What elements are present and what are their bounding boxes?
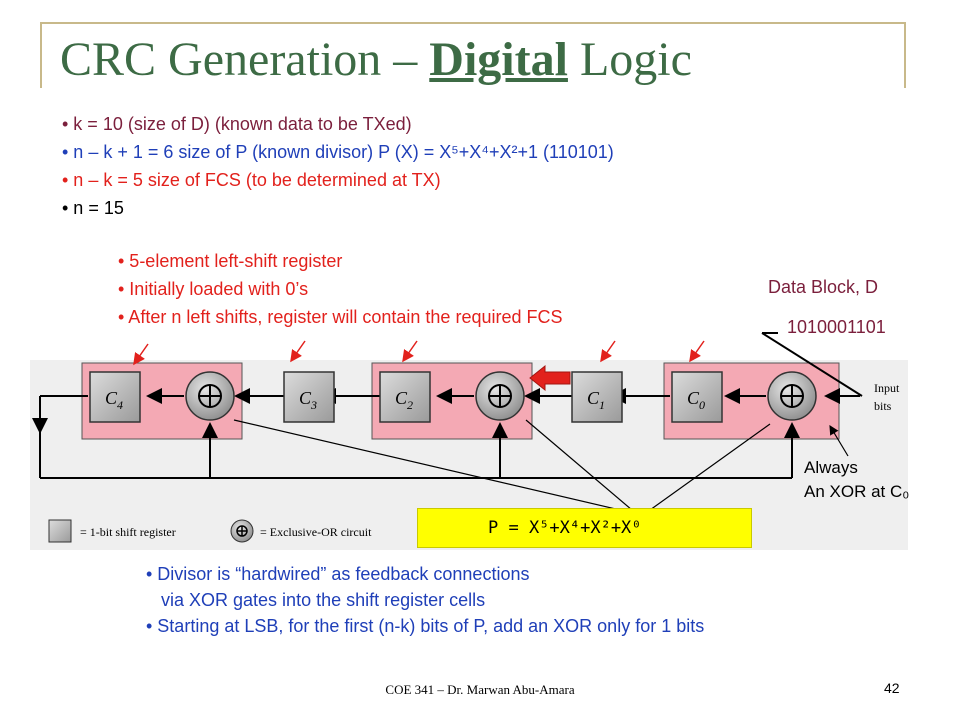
- always-note: Always An XOR at C₀: [804, 456, 909, 504]
- register-note: • After n left shifts, register will con…: [118, 307, 563, 327]
- always-line1: Always: [804, 458, 858, 477]
- cell-c3: [283, 371, 335, 423]
- highlight-arrow-icon: [529, 364, 571, 392]
- polynomial-text: P = X⁵+X⁴+X²+X⁰: [488, 518, 642, 538]
- bottom-note: • Starting at LSB, for the first (n-k) b…: [146, 616, 705, 636]
- title-prefix: CRC Generation –: [60, 33, 430, 86]
- frame-top-rule: [40, 22, 906, 24]
- register-notes: • 5-element left-shift register • Initia…: [118, 247, 563, 331]
- cell-c0: [671, 371, 723, 423]
- red-pointer-c1: [600, 340, 616, 363]
- data-block-label: Data Block, D: [768, 277, 879, 297]
- cell-c1: [571, 371, 623, 423]
- title-emphasis: Digital: [429, 33, 568, 86]
- frame-left-rule: [40, 22, 42, 88]
- xor-gate-c0: [767, 371, 817, 421]
- input-label-line1: Input: [874, 381, 900, 395]
- footer-author: COE 341 – Dr. Marwan Abu-Amara: [385, 682, 575, 697]
- title-suffix: Logic: [567, 33, 692, 86]
- red-pointer-c2: [402, 340, 418, 363]
- bottom-notes: • Divisor is “hardwired” as feedback con…: [146, 561, 704, 639]
- poly-line-x5: [233, 419, 621, 511]
- frame-right-rule: [904, 22, 906, 88]
- legend-xor-icon: [230, 519, 254, 543]
- red-pointer-c3: [290, 340, 306, 363]
- bullet-k: • k = 10 (size of D) (known data to be T…: [62, 114, 412, 134]
- data-block-value: 1010001101: [787, 317, 886, 337]
- poly-line-x2: [525, 419, 633, 511]
- bullet-fcs: • n – k = 5 size of FCS (to be determine…: [62, 170, 441, 190]
- bullet-divisor: • n – k + 1 = 6 size of P (known divisor…: [62, 142, 614, 162]
- bottom-note: • Divisor is “hardwired” as feedback con…: [146, 564, 530, 584]
- red-pointer-c0: [689, 340, 705, 363]
- bottom-note: via XOR gates into the shift register ce…: [146, 590, 486, 610]
- polynomial-box: P = X⁵+X⁴+X²+X⁰: [417, 508, 752, 548]
- poly-line-x0: [649, 423, 771, 511]
- page-number: 42: [884, 680, 900, 696]
- red-pointer-c4: [133, 343, 149, 366]
- slide-title: CRC Generation – Digital Logic: [60, 36, 692, 84]
- cell-c4: [89, 371, 141, 423]
- always-line2: An XOR at C₀: [804, 482, 910, 501]
- cell-c2: [379, 371, 431, 423]
- register-note: • 5-element left-shift register: [118, 251, 343, 271]
- input-label-line2: bits: [874, 399, 892, 413]
- always-arrow: [829, 424, 849, 457]
- register-note: • Initially loaded with 0’s: [118, 279, 309, 299]
- parameter-list: • k = 10 (size of D) (known data to be T…: [62, 110, 614, 222]
- legend-register-text: = 1-bit shift register: [80, 525, 176, 539]
- xor-gate-c2: [475, 371, 525, 421]
- data-block-connector: [761, 332, 863, 397]
- legend-xor-text: = Exclusive-OR circuit: [260, 525, 372, 539]
- legend-register-icon: [48, 519, 72, 543]
- bullet-n: • n = 15: [62, 198, 124, 218]
- xor-gate-c4: [185, 371, 235, 421]
